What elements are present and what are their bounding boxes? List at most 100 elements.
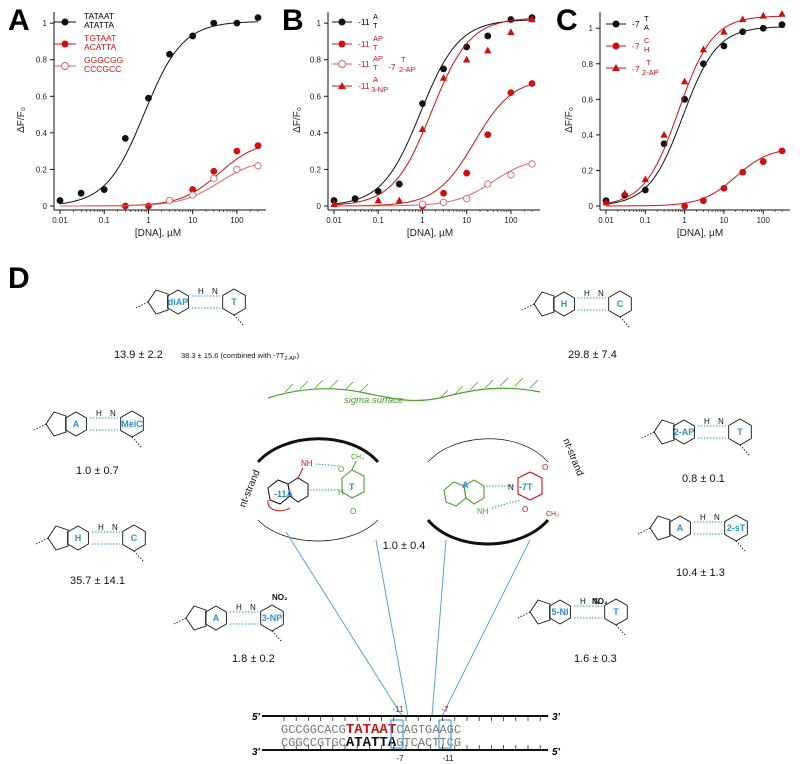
legend-b-2-bottom: T <box>373 43 378 52</box>
chart-c-point <box>681 202 689 210</box>
chart-b-point <box>463 195 471 203</box>
chart-a-point <box>166 50 173 58</box>
chart-c-point <box>720 42 728 50</box>
panel-d: sigma surface nt-strand nt-strand -11A N… <box>33 287 752 763</box>
pair-h-c-top-n-atom: N <box>598 289 604 298</box>
panel-label-a: A <box>8 4 30 37</box>
chart-c-point <box>641 186 649 194</box>
value-h-c: 35.7 ± 14.1 <box>70 575 125 587</box>
legend-b-3-top: AP <box>373 54 383 63</box>
note-diap-t: 38.3 ± 15.6 (combined with -7T2-AP) <box>181 351 300 362</box>
chart-a-x-tick-label: 100 <box>230 216 244 225</box>
chart-b-point <box>484 46 492 54</box>
chart-a-point <box>189 191 197 199</box>
chart-c-x-tick-label: 0.01 <box>598 216 614 225</box>
value-a-meic: 1.0 ± 0.7 <box>76 465 119 477</box>
pair-5ni-t-imidazole-ring <box>529 599 551 625</box>
panel-label-d: D <box>8 262 30 295</box>
chart-a-point <box>100 186 108 193</box>
legend-c-2-bottom: H <box>644 45 649 54</box>
legend-c-3-pos: -7 <box>632 64 640 74</box>
legend-b-3-extra-bottom: 2-AP <box>399 65 416 74</box>
chart-b-x-tick-label: 0.01 <box>326 216 342 225</box>
pair-5ni-t-pyrimidine-label: T <box>613 607 619 617</box>
chart-a-x-tick-label: 0.1 <box>99 216 111 225</box>
central-left-o-atom: O <box>338 465 344 474</box>
pair-a-3np-pyrimidine-label: 3-NP <box>262 613 283 623</box>
chart-a-point <box>233 147 241 155</box>
no2-label-5ni: NO₂ <box>592 597 608 606</box>
chart-b-x-tick-label: 10 <box>462 216 471 225</box>
legend-b-4-pos: -11 <box>358 81 370 91</box>
chart-c-point <box>602 198 610 206</box>
chart-a-y-tick-label: 1 <box>43 19 48 28</box>
pair-a-meic-purine-label: A <box>73 419 80 429</box>
chart-c-y-tick-label: 0.8 <box>582 60 594 69</box>
chart-a-legend: TATAAT ATATTA TGTAAT ACATTA GGGCGG CCCGC… <box>54 11 123 74</box>
chart-a-x-tick-label: 1 <box>146 216 151 225</box>
chart-c-fit-line-1 <box>606 150 783 207</box>
chart-a-point <box>145 94 152 102</box>
chart-b-x-tick-label: 0.1 <box>373 216 385 225</box>
chart-a-y-tick-label: 0 <box>43 202 48 211</box>
pair-a-meic-n-atom: N <box>110 409 116 418</box>
chart-b-point <box>419 100 426 107</box>
guide-lines <box>285 531 531 717</box>
chart-a-fit-line-0 <box>59 21 259 205</box>
chart-b-point <box>418 200 427 208</box>
chart-c-point <box>699 197 707 205</box>
chart-a-point <box>210 167 218 175</box>
chart-b-ylabel: ΔF/F₀ <box>292 107 303 133</box>
pair-2ap-t-purine-label: 2-AP <box>674 427 695 437</box>
chart-a-point <box>121 134 129 142</box>
chart-b-y-tick-label: 0.4 <box>310 129 322 138</box>
central-left-ch3-atom: CH₃ <box>351 454 364 461</box>
pair-a-2st-purine-label: A <box>677 523 684 533</box>
marker-top-minus11: -11 <box>393 705 405 714</box>
pair-h-c-top-purine-label: H <box>561 299 568 309</box>
pair-h-c-top-imidazole-ring <box>533 291 555 317</box>
pair-h-c-imidazole-ring <box>47 525 69 551</box>
pair-5ni-t-sugar-link <box>517 611 531 619</box>
legend-c-3-bottom: 2-AP <box>642 68 659 77</box>
chart-c-point <box>778 21 786 29</box>
chart-c-point <box>759 158 767 165</box>
pair-a-2st-pyrimidine-label: 2-sT <box>727 523 746 533</box>
chart-b-point <box>440 65 447 73</box>
legend-c-1-pos: -7 <box>632 19 640 29</box>
pair-5ni-t-n-atom: N <box>594 597 600 606</box>
chart-b-point <box>528 15 536 23</box>
chart-b-point <box>484 131 492 139</box>
box-minus11 <box>390 719 404 749</box>
chart-a-point <box>145 202 152 210</box>
chart-a-xlabel: [DNA], µM <box>135 228 181 239</box>
chart-c-x-tick-label: 10 <box>719 216 728 225</box>
central-base-minus11a: -11A <box>274 489 294 499</box>
chart-a-point <box>233 165 241 174</box>
pair-a-3np-h-atom: H <box>236 603 242 612</box>
central-right-o2-atom: O <box>522 505 528 514</box>
chart-b-x-tick-label: 1 <box>420 216 425 225</box>
bottom-three-prime: 3' <box>252 747 261 758</box>
pair-2ap-t-sugar-link <box>641 431 655 439</box>
pair-a-meic-h-atom: H <box>96 409 102 418</box>
top-five-prime: 5' <box>252 712 261 723</box>
legend-b-4-top: A <box>373 75 378 84</box>
pair-a-2st-imidazole-ring <box>649 515 671 541</box>
chart-c-point <box>699 60 707 68</box>
pair-2ap-t-imidazole-ring <box>653 419 675 445</box>
chart-c-point <box>739 28 747 36</box>
chart-b-y-tick-label: 0 <box>317 202 322 211</box>
chart-b-point <box>418 125 427 132</box>
pair-a-3np-sugar-link-2 <box>271 630 283 643</box>
marker-top-minus7: -7 <box>441 705 449 714</box>
chart-a-y-tick-label: 0.6 <box>36 92 48 101</box>
chart-c-y-tick-label: 0 <box>589 202 594 211</box>
chart-b-point <box>439 74 448 81</box>
legend-a-2-top: TGTAAT <box>84 33 116 43</box>
legend-b-1-top: A <box>373 12 378 21</box>
pair-h-c-sugar-link <box>35 537 49 545</box>
